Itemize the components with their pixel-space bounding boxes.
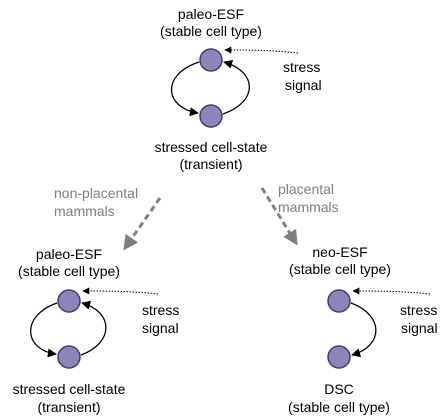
br-stable-label-line2: (stable cell type) <box>289 261 391 277</box>
placental-label-line1: placental <box>278 181 334 197</box>
bl-stress-transition-arrow <box>30 302 58 358</box>
bl-paleo-esf-node <box>57 289 81 313</box>
top-stable-label-line2: (stable cell type) <box>160 23 262 39</box>
br-signal-label-line1: stress <box>400 302 437 318</box>
non-placental-label-line2: mammals <box>54 203 115 219</box>
br-decidualization-arrow <box>350 302 377 358</box>
top-stress-signal-arrow <box>224 46 299 54</box>
bl-stable-label-line1: paleo-ESF <box>36 246 102 262</box>
br-neo-esf-node <box>327 289 351 313</box>
non-placental-label-line1: non-placental <box>54 185 138 201</box>
br-dsc-label-line2: (stable cell type) <box>288 399 390 415</box>
br-stress-signal-arrow <box>352 287 431 295</box>
top-stressed-node <box>199 104 223 128</box>
bl-recovery-arrow <box>80 300 107 356</box>
top-signal-label-line2: signal <box>285 77 322 93</box>
placental-label-line2: mammals <box>278 199 339 215</box>
bottom-left-cycle: paleo-ESF (stable cell type) stress sign… <box>13 246 180 415</box>
top-cycle: paleo-ESF (stable cell type) stress sign… <box>155 6 322 172</box>
branches: non-placental mammals placental mammals <box>54 181 339 251</box>
non-placental-branch-arrow <box>123 197 162 251</box>
bl-signal-label-line2: signal <box>142 320 179 336</box>
top-stable-label-line1: paleo-ESF <box>178 6 244 22</box>
bl-stressed-node <box>57 345 81 369</box>
bl-signal-label-line1: stress <box>142 302 179 318</box>
br-stable-label-line1: neo-ESF <box>312 244 367 260</box>
top-stress-transition-arrow <box>170 61 200 117</box>
br-dsc-label-line1: DSC <box>324 381 354 397</box>
bl-stress-signal-arrow <box>82 287 159 295</box>
bottom-right-pathway: neo-ESF (stable cell type) stress signal… <box>288 244 438 415</box>
top-stressed-label-line2: (transient) <box>179 156 242 172</box>
top-stressed-label-line1: stressed cell-state <box>155 139 268 155</box>
br-dsc-node <box>327 345 351 369</box>
br-signal-label-line2: signal <box>401 320 438 336</box>
bl-stressed-label-line2: (transient) <box>37 399 100 415</box>
top-signal-label-line1: stress <box>283 59 320 75</box>
bl-stressed-label-line1: stressed cell-state <box>13 381 126 397</box>
top-paleo-esf-node <box>199 48 223 72</box>
top-recovery-arrow <box>222 59 250 115</box>
placental-branch-arrow <box>260 187 298 246</box>
bl-stable-label-line2: (stable cell type) <box>18 263 120 279</box>
